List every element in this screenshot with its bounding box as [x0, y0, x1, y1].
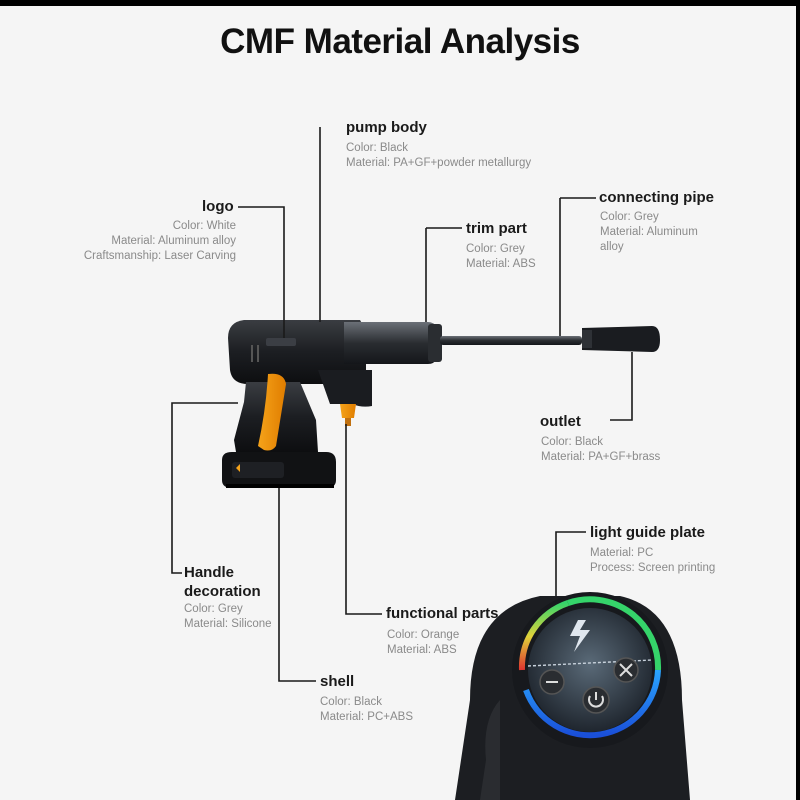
leader-connecting-pipe	[559, 197, 596, 336]
label-functional-parts: functional parts	[386, 605, 499, 622]
label-handle-decoration: Handle decoration	[184, 563, 261, 601]
label-line: Handle	[184, 564, 235, 581]
right-border	[796, 0, 800, 800]
spec-line: Color: Black	[541, 436, 603, 448]
spec-line: Craftsmanship: Laser Carving	[83, 250, 236, 262]
label-pump-body: pump body	[346, 119, 427, 136]
spec-line: Material: ABS	[466, 258, 536, 270]
label-shell: shell	[320, 673, 355, 690]
spec-line: Material: ABS	[387, 644, 457, 656]
spec-line: alloy	[600, 241, 624, 253]
spec-line: Material: Aluminum alloy	[111, 235, 236, 247]
page-title: CMF Material Analysis	[220, 22, 580, 61]
leader-lines	[171, 127, 633, 682]
spec-light-guide-plate: Material: PC Process: Screen printing	[590, 546, 715, 576]
spec-line: Color: Black	[320, 696, 382, 708]
spec-line: Color: Grey	[466, 243, 525, 255]
spec-line: Material: Aluminum	[600, 226, 698, 238]
spec-line: Color: Grey	[184, 603, 243, 615]
spec-line: Material: PC+ABS	[320, 711, 413, 723]
spec-outlet: Color: Black Material: PA+GF+brass	[541, 435, 660, 465]
spec-line: Color: Orange	[387, 629, 460, 641]
leader-handle-decoration	[171, 402, 238, 574]
spec-pump-body: Color: Black Material: PA+GF+powder meta…	[346, 141, 531, 171]
spec-line: Color: Black	[346, 142, 408, 154]
label-logo: logo	[202, 198, 234, 215]
label-line: decoration	[184, 583, 261, 600]
spec-line: Material: PC	[590, 547, 654, 559]
label-outlet: outlet	[540, 413, 581, 430]
label-light-guide-plate: light guide plate	[590, 524, 705, 541]
spec-trim-part: Color: Grey Material: ABS	[466, 242, 536, 272]
leader-logo	[238, 206, 285, 338]
spec-line: Color: White	[172, 220, 236, 232]
spec-line: Color: Grey	[600, 211, 659, 223]
leader-outlet	[610, 352, 633, 421]
spec-line: Material: PA+GF+brass	[541, 451, 661, 463]
spec-connecting-pipe: Color: Grey Material: Aluminum alloy	[600, 210, 698, 255]
leader-light-guide-plate	[555, 531, 586, 612]
label-connecting-pipe: connecting pipe	[599, 189, 715, 206]
spec-functional-parts: Color: Orange Material: ABS	[387, 628, 459, 658]
spec-handle-decoration: Color: Grey Material: Silicone	[184, 602, 272, 632]
spec-logo: Color: White Material: Aluminum alloy Cr…	[60, 219, 236, 264]
leader-shell	[278, 488, 316, 682]
spec-line: Material: Silicone	[184, 618, 272, 630]
gun-body	[222, 320, 660, 488]
label-trim-part: trim part	[466, 220, 527, 237]
leader-functional-parts	[345, 424, 382, 615]
spec-shell: Color: Black Material: PC+ABS	[320, 695, 413, 725]
top-border	[0, 0, 800, 6]
control-panel-closeup	[455, 592, 690, 800]
leader-trim-part	[425, 227, 462, 322]
spec-line: Process: Screen printing	[590, 562, 716, 574]
spec-line: Material: PA+GF+powder metallurgy	[346, 157, 532, 169]
